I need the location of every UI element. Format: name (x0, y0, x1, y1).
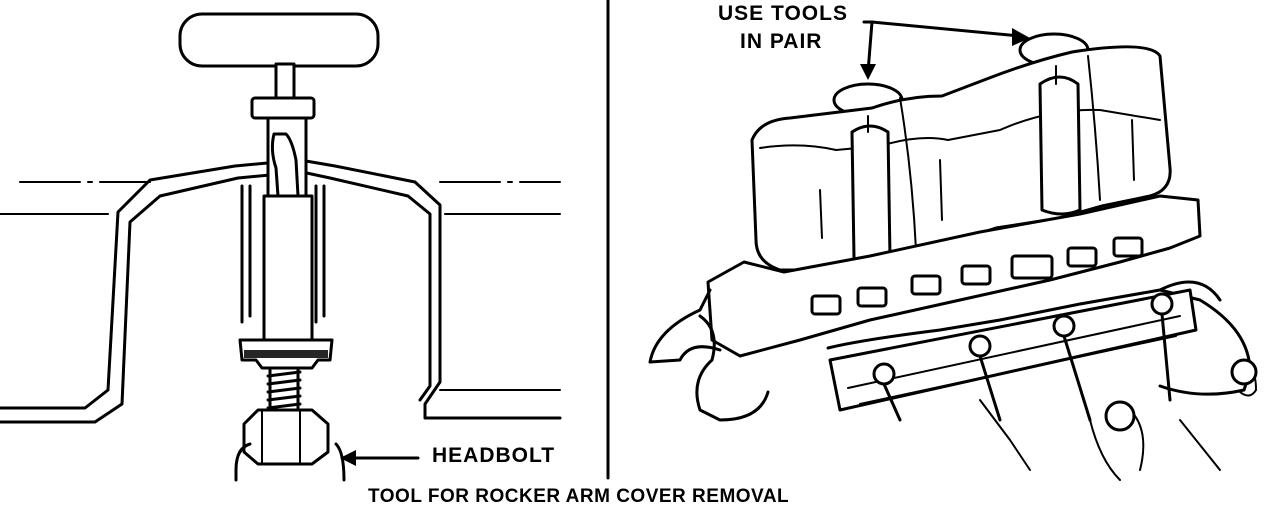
headbolt-hex (242, 408, 330, 466)
engine-view (648, 20, 1258, 481)
tool-body-right (1038, 75, 1082, 216)
t-handle (178, 12, 380, 68)
surface-reference-lines (0, 181, 561, 215)
tool-body-left (850, 124, 892, 264)
figure-caption: TOOL FOR ROCKER ARM COVER REMOVAL (368, 486, 790, 507)
engine-lower-detail (979, 371, 1257, 481)
engine-block (648, 280, 1252, 422)
spark-plugs (872, 292, 1174, 422)
tool-cross-section (0, 12, 562, 482)
threaded-stud (266, 366, 302, 412)
rocker-cover-section (0, 158, 562, 420)
tool-collar (250, 96, 316, 120)
intake-ports (810, 236, 1144, 316)
cylinder-head-flange (706, 194, 1202, 358)
use-tools-arrows (860, 20, 1030, 80)
tool-sleeve (262, 194, 314, 358)
headbolt-label: HEADBOLT (432, 444, 556, 467)
headbolt-leader (340, 450, 420, 466)
use-tools-label-line1: USE TOOLS (718, 2, 848, 25)
use-tools-label-line2: IN PAIR (740, 30, 823, 53)
handle-stem (274, 62, 296, 102)
